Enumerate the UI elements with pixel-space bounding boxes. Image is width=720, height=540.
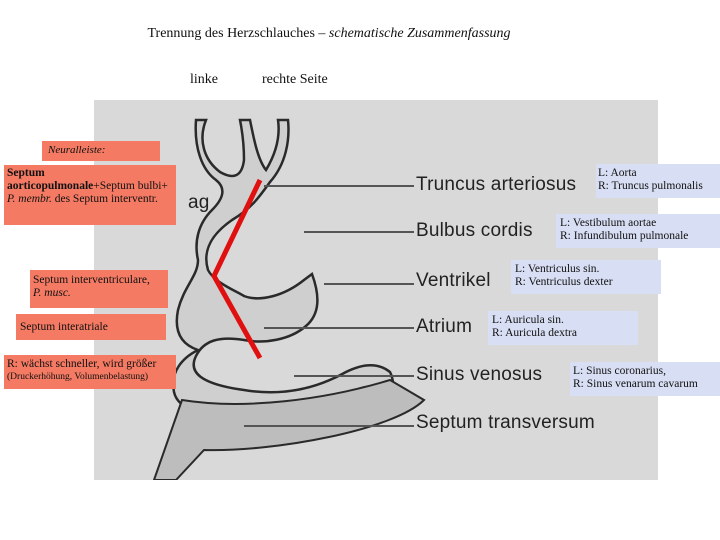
note-septum-interatriale: Septum interatriale bbox=[16, 314, 166, 340]
heart-tube-outline bbox=[171, 118, 395, 418]
label-fragment: ag bbox=[188, 192, 210, 213]
title-sub: schematische Zusammenfassung bbox=[328, 26, 511, 41]
label-truncus-arteriosus: Truncus arteriosus bbox=[416, 174, 577, 195]
note-ventrikel-r: R: Ventriculus dexter bbox=[515, 276, 613, 288]
note-septum-iv-normal: Septum interventriculare, bbox=[33, 274, 150, 286]
heart-tube-drawing bbox=[152, 118, 426, 480]
note-bulbus-derivatives: L: Vestibulum aortae R: Infundibulum pul… bbox=[556, 214, 720, 248]
note-truncus-l: L: Aorta bbox=[598, 167, 637, 179]
note-bulbus-l: L: Vestibulum aortae bbox=[560, 217, 657, 229]
note-truncus-r: R: Truncus pulmonalis bbox=[598, 180, 703, 192]
note-atrium-derivatives: L: Auricula sin. R: Auricula dextra bbox=[488, 311, 638, 345]
note-septum-interventriculare: Septum interventriculare, P. musc. bbox=[30, 270, 168, 308]
slide-title: Trennung des Herzschlauches – schematisc… bbox=[0, 26, 658, 42]
note-sinus-derivatives: L: Sinus coronarius, R: Sinus venarum ca… bbox=[570, 362, 720, 396]
note-sinus-growth: R: wächst schneller, wird größer (Drucke… bbox=[4, 355, 176, 389]
label-bulbus-cordis: Bulbus cordis bbox=[416, 220, 533, 241]
side-label-left: linke bbox=[190, 72, 218, 87]
note-ventrikel-l: L: Ventriculus sin. bbox=[515, 263, 600, 275]
note-ventrikel-derivatives: L: Ventriculus sin. R: Ventriculus dexte… bbox=[511, 260, 661, 294]
label-atrium: Atrium bbox=[416, 316, 473, 337]
note-bulbus-r: R: Infundibulum pulmonale bbox=[560, 230, 689, 242]
note-septum-ap-bold: Septum aorticopulmonale bbox=[7, 167, 94, 192]
leader-lines bbox=[244, 185, 414, 427]
note-truncus-derivatives: L: Aorta R: Truncus pulmonalis bbox=[596, 164, 720, 198]
note-septum-ap-rest1: +Septum bulbi+ bbox=[93, 180, 168, 192]
note-atrium-r: R: Auricula dextra bbox=[492, 327, 577, 339]
note-neuralleiste: Neuralleiste: bbox=[42, 141, 160, 161]
note-septum-ap-rest2: des Septum interventr. bbox=[51, 193, 158, 205]
note-sinus-l: L: Sinus coronarius, bbox=[573, 365, 666, 377]
note-sinus-line1: R: wächst schneller, wird größer bbox=[7, 358, 157, 370]
label-ventrikel: Ventrikel bbox=[416, 270, 491, 291]
label-septum-transversum: Septum transversum bbox=[416, 412, 595, 433]
septum-transversum-shape bbox=[152, 378, 426, 480]
note-atrium-l: L: Auricula sin. bbox=[492, 314, 564, 326]
title-main: Trennung des Herzschlauches – bbox=[147, 26, 326, 41]
note-septum-ap-italic: P. membr. bbox=[7, 193, 52, 205]
note-septum-aorticopulmonale: Septum aorticopulmonale+Septum bulbi+ P.… bbox=[4, 165, 176, 225]
side-label-right: rechte Seite bbox=[262, 72, 328, 87]
label-sinus-venosus: Sinus venosus bbox=[416, 364, 543, 385]
note-sinus-r: R: Sinus venarum cavarum bbox=[573, 378, 698, 390]
note-sinus-line2: (Druckerhöhung, Volumenbelastung) bbox=[7, 372, 149, 382]
note-septum-iv-italic: P. musc. bbox=[33, 287, 71, 299]
septum-red-line bbox=[211, 178, 263, 360]
